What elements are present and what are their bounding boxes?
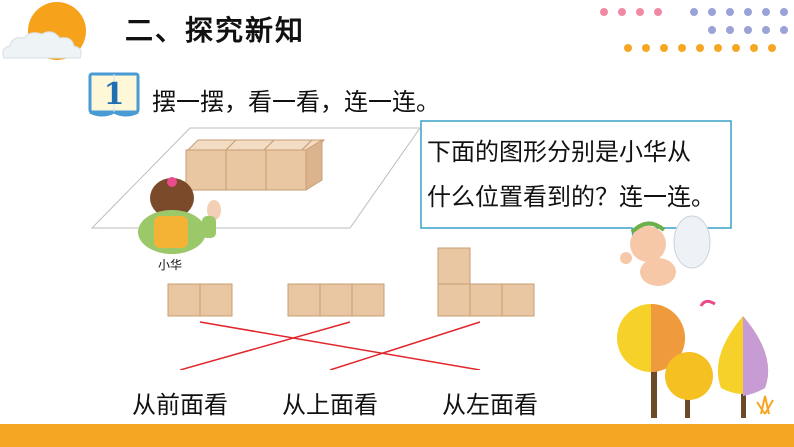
cloud-icon: [2, 31, 82, 59]
label-left-view: 从左面看: [442, 391, 538, 419]
bubble-line-1: 下面的图形分别是小华从: [427, 138, 691, 166]
shape-three-squares: [287, 283, 385, 317]
dot-grid-decoration: [598, 6, 794, 52]
cupid-illustration: [620, 215, 711, 286]
instruction-text: 摆一摆，看一看，连一连。: [152, 88, 440, 116]
shape-l-squares: [437, 247, 535, 317]
grass-icon: [756, 395, 774, 415]
bird-icon: [699, 299, 716, 307]
bubble-text: 下面的图形分别是小华从 什么位置看到的？连一连。: [427, 130, 735, 220]
girl-illustration: [138, 177, 221, 254]
girl-name-label: 小华: [158, 258, 183, 272]
view-shapes: [167, 247, 535, 317]
connecting-lines: [180, 321, 481, 370]
label-top-view: 从上面看: [282, 391, 378, 419]
section-title: 二、探究新知: [125, 14, 306, 47]
label-front-view: 从前面看: [132, 391, 228, 419]
cube-scene-illustration: [90, 127, 420, 254]
tree-decoration: [617, 299, 774, 418]
step-number: 1: [103, 77, 125, 112]
shape-two-squares: [167, 283, 233, 317]
bubble-line-2: 什么位置看到的？连一连。: [427, 183, 715, 211]
bottom-title-bar: [0, 424, 794, 447]
book-icon: [88, 72, 140, 117]
